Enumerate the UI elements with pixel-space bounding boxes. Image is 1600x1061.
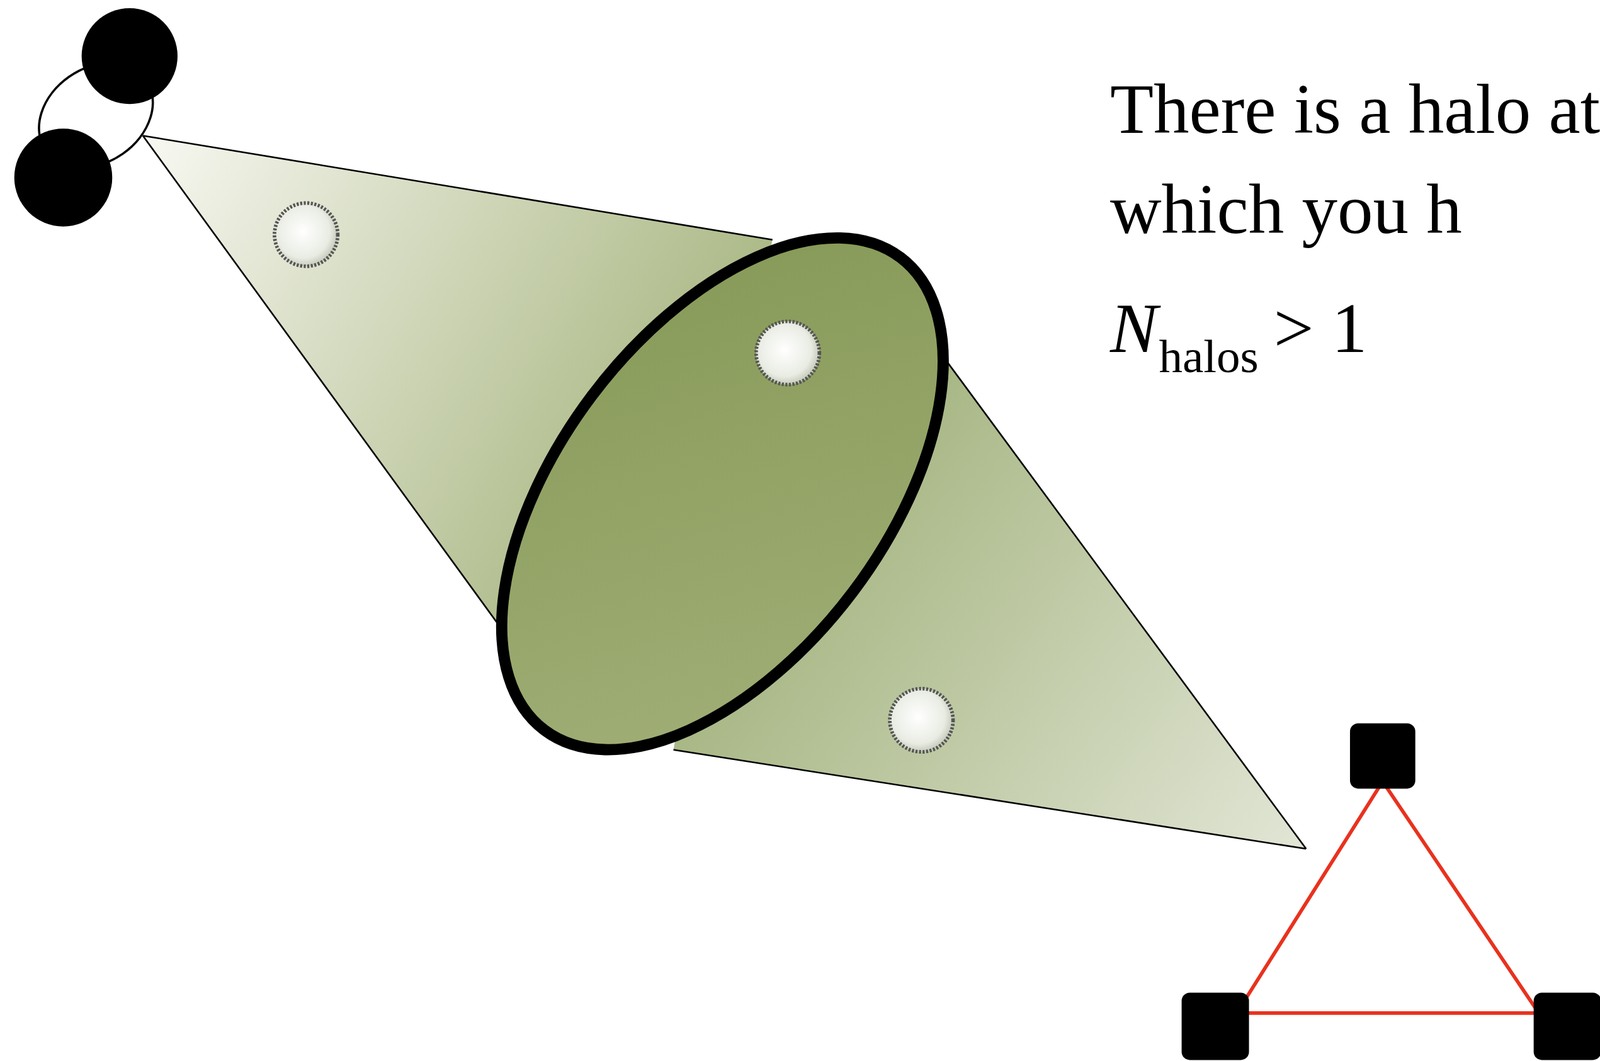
cone-edge [673, 749, 1307, 849]
laser-arm [1382, 781, 1539, 1014]
cone-edge [928, 336, 1307, 849]
halo [889, 688, 953, 752]
laser-arm [1236, 781, 1383, 1014]
formula: Nhalos> 1 [1110, 277, 1368, 386]
laser-arm [1236, 1011, 1539, 1016]
black-hole [14, 128, 113, 227]
cone-edge [142, 135, 516, 648]
spacecraft [1181, 992, 1250, 1060]
cone-edge [142, 135, 773, 240]
symbol: N [1110, 277, 1158, 378]
spacecraft [1350, 723, 1416, 789]
black-hole [81, 8, 178, 104]
subscript: halos [1158, 306, 1259, 407]
inequality: > 1 [1273, 277, 1368, 378]
annotation-text: There is a halo at which you h [1110, 58, 1600, 259]
cross-section-ellipse [413, 159, 1031, 829]
spacecraft [1533, 992, 1600, 1060]
halo [274, 202, 338, 266]
halo [756, 321, 820, 385]
